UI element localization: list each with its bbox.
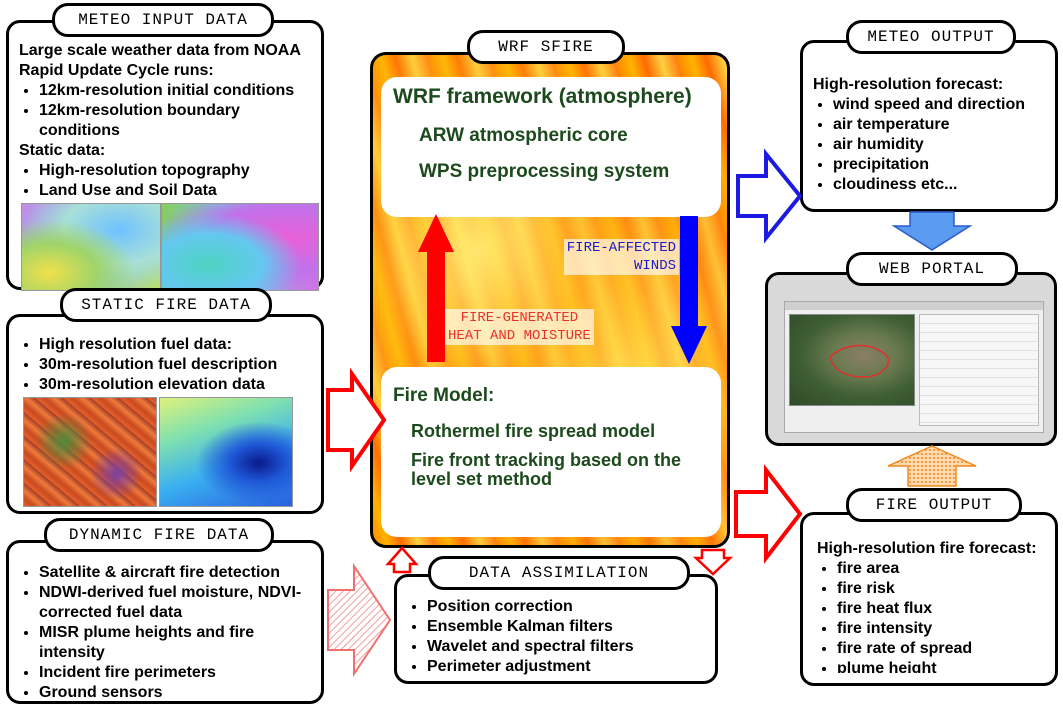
data-assimilation-item: Ensemble Kalman filters — [427, 617, 707, 637]
meteo-output-heading: High-resolution forecast: — [813, 76, 1004, 93]
elevation-map-image — [159, 397, 293, 507]
data-assimilation-item: Perimeter adjustment — [427, 657, 707, 677]
data-assimilation-title: DATA ASSIMILATION — [428, 556, 690, 590]
meteo-input-title: METEO INPUT DATA — [52, 3, 274, 37]
wrf-to-assimilation-arrow — [692, 548, 734, 576]
fire-output-item: fire area — [837, 559, 1057, 579]
fire-output-item: plume height — [837, 659, 1057, 673]
meteo-input-heading: Large scale weather data from NOAA Rapid… — [19, 42, 301, 79]
wrf-sfire-box: WRF framework (atmosphere) ARW atmospher… — [370, 52, 730, 548]
weather-map-image-2 — [161, 203, 319, 291]
fire-generated-label: FIRE-GENERATED HEAT AND MOISTURE — [445, 309, 594, 345]
fire-model-panel: Fire Model: Rothermel fire spread model … — [381, 367, 721, 537]
fire-affected-winds-label: FIRE-AFFECTED WINDS — [563, 239, 679, 275]
arw-core-label: ARW atmospheric core — [419, 125, 628, 146]
fire-output-item: fire rate of spread — [837, 639, 1057, 659]
fire-output-heading: High-resolution fire forecast: — [817, 540, 1037, 557]
fire-affected-line-1: FIRE-AFFECTED — [566, 240, 676, 256]
meteo-output-item: cloudiness etc... — [833, 175, 1053, 195]
dynamic-fire-content: Satellite & aircraft fire detection NDWI… — [19, 563, 319, 703]
fire-generated-line-1: FIRE-GENERATED — [460, 310, 579, 326]
fire-output-to-portal-arrow — [887, 445, 977, 487]
fire-output-item: fire intensity — [837, 619, 1057, 639]
fuel-map-image — [23, 397, 157, 507]
portal-window-bar — [785, 302, 1043, 310]
dynamic-fire-item: MISR plume heights and fire intensity — [39, 623, 319, 663]
fire-output-box: High-resolution fire forecast: fire area… — [800, 512, 1058, 686]
portal-perimeter-outline — [829, 344, 890, 378]
data-assimilation-item: Wavelet and spectral filters — [427, 637, 707, 657]
dynamic-fire-box: Satellite & aircraft fire detection NDWI… — [6, 540, 324, 704]
dynamic-fire-item: Satellite & aircraft fire detection — [39, 563, 319, 583]
fire-output-item: fire heat flux — [837, 599, 1057, 619]
wrf-to-fire-output-arrow — [734, 464, 803, 564]
meteo-output-box: High-resolution forecast: wind speed and… — [800, 40, 1058, 212]
wrf-framework-label: WRF framework (atmosphere) — [393, 85, 692, 108]
fire-model-label: Fire Model: — [393, 385, 495, 406]
static-fire-item: 30m-resolution elevation data — [39, 375, 319, 395]
static-fire-item: 30m-resolution fuel description — [39, 355, 319, 375]
meteo-input-static-item: High-resolution topography — [39, 161, 319, 181]
dynamic-fire-item: Incident fire perimeters — [39, 663, 319, 683]
meteo-input-item: 12km-resolution initial conditions — [39, 81, 319, 101]
rothermel-label: Rothermel fire spread model — [411, 421, 656, 441]
dynamic-fire-item: NDWI-derived fuel moisture, NDVI-correct… — [39, 583, 319, 623]
portal-screenshot — [784, 301, 1044, 433]
front-tracking-label: Fire front tracking based on the level s… — [411, 450, 682, 489]
meteo-output-title: METEO OUTPUT — [846, 20, 1016, 54]
meteo-output-item: air humidity — [833, 135, 1053, 155]
fire-output-content: High-resolution fire forecast: fire area… — [817, 539, 1057, 673]
fire-affected-line-2: WINDS — [633, 258, 676, 274]
wrf-framework-panel: WRF framework (atmosphere) ARW atmospher… — [381, 77, 721, 217]
static-fire-content: High resolution fuel data: 30m-resolutio… — [19, 335, 319, 395]
meteo-output-item: precipitation — [833, 155, 1053, 175]
meteo-input-box: Large scale weather data from NOAA Rapid… — [6, 20, 324, 291]
wrf-to-meteo-output-arrow — [736, 148, 803, 244]
data-assimilation-box: Position correction Ensemble Kalman filt… — [394, 574, 718, 684]
meteo-output-content: High-resolution forecast: wind speed and… — [813, 75, 1053, 195]
wrf-sfire-title: WRF SFIRE — [467, 30, 625, 64]
web-portal-title: WEB PORTAL — [846, 252, 1018, 286]
fire-output-item: fire risk — [837, 579, 1057, 599]
fire-output-title: FIRE OUTPUT — [846, 488, 1022, 522]
meteo-output-item: air temperature — [833, 115, 1053, 135]
dynamic-fire-to-assimilation-arrow — [327, 562, 392, 678]
dynamic-fire-item: Ground sensors — [39, 683, 319, 703]
data-assimilation-content: Position correction Ensemble Kalman filt… — [407, 597, 707, 677]
static-fire-item: High resolution fuel data: — [39, 335, 319, 355]
static-data-heading: Static data: — [19, 142, 106, 159]
web-portal-box — [765, 272, 1057, 446]
meteo-input-content: Large scale weather data from NOAA Rapid… — [19, 41, 319, 201]
dynamic-fire-title: DYNAMIC FIRE DATA — [44, 518, 274, 552]
static-fire-box: High resolution fuel data: 30m-resolutio… — [6, 314, 324, 514]
portal-map-image — [789, 314, 915, 406]
static-fire-title: STATIC FIRE DATA — [60, 288, 272, 322]
fire-generated-line-2: HEAT AND MOISTURE — [448, 328, 591, 344]
data-assimilation-item: Position correction — [427, 597, 707, 617]
assimilation-to-wrf-arrow — [385, 546, 419, 574]
meteo-output-to-portal-arrow — [891, 211, 973, 251]
wps-label: WPS preprocessing system — [419, 161, 670, 182]
meteo-input-item: 12km-resolution boundary conditions — [39, 101, 319, 141]
meteo-output-item: wind speed and direction — [833, 95, 1053, 115]
meteo-input-static-item: Land Use and Soil Data — [39, 181, 319, 201]
weather-map-image-1 — [21, 203, 161, 291]
portal-form-panel — [919, 314, 1039, 426]
